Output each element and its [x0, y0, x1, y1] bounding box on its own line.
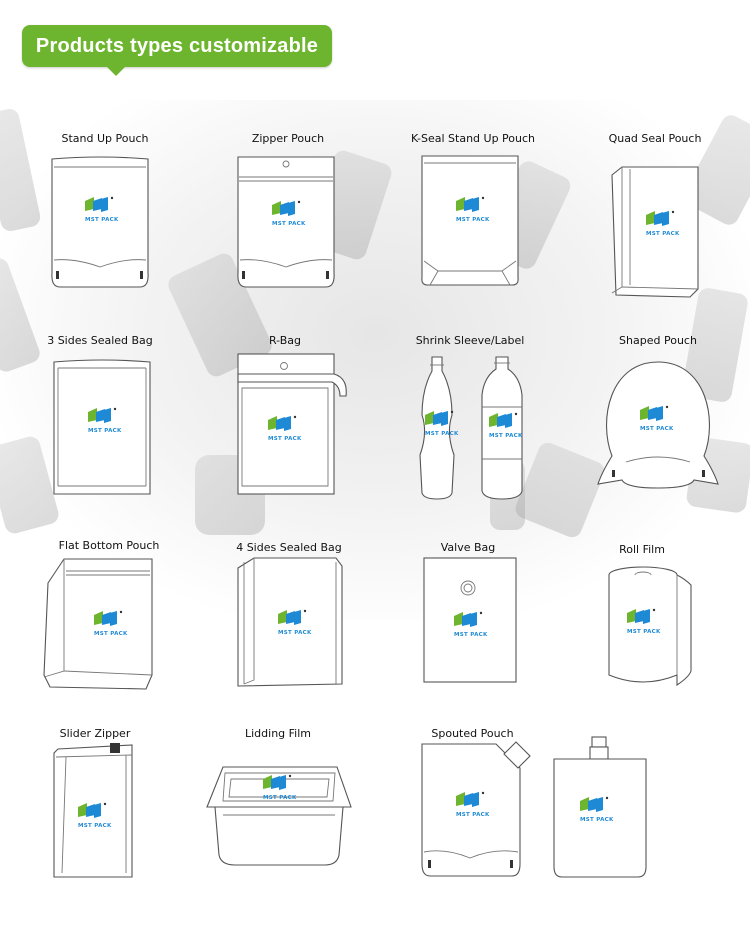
three-sides-sealed-bag-drawing: [52, 358, 152, 498]
label-four-sides-sealed-bag: 4 Sides Sealed Bag: [236, 541, 342, 554]
label-shaped-pouch: Shaped Pouch: [619, 334, 697, 347]
roll-film-drawing: [605, 565, 695, 695]
label-quad-seal-pouch: Quad Seal Pouch: [608, 132, 702, 145]
spouted-pouch-center-drawing: [550, 735, 650, 880]
label-r-bag: R-Bag: [268, 334, 302, 347]
slider-zipper-drawing: [52, 743, 137, 883]
label-spouted-pouch: Spouted Pouch: [431, 727, 514, 740]
flat-bottom-pouch-drawing: [42, 557, 162, 692]
quad-seal-pouch-drawing: [610, 165, 710, 300]
lidding-film-drawing: [205, 755, 355, 875]
shrink-sleeve-label-drawing: [410, 355, 540, 505]
label-zipper-pouch: Zipper Pouch: [251, 132, 325, 145]
label-flat-bottom-pouch: Flat Bottom Pouch: [58, 539, 160, 552]
label-k-seal-stand-up-pouch: K-Seal Stand Up Pouch: [410, 132, 536, 145]
label-lidding-film: Lidding Film: [244, 727, 311, 740]
four-sides-sealed-bag-drawing: [236, 556, 351, 691]
spouted-pouch-corner-drawing: [420, 741, 535, 882]
banner-title: Products types customizable: [35, 35, 319, 57]
shaped-pouch-drawing: [596, 360, 721, 495]
label-valve-bag: Valve Bag: [440, 541, 496, 554]
r-bag-drawing: [236, 352, 351, 502]
banner-pointer: [106, 66, 126, 76]
label-roll-film: Roll Film: [619, 543, 665, 556]
k-seal-stand-up-pouch-drawing: [420, 153, 520, 288]
stand-up-pouch-drawing: [50, 155, 150, 290]
label-shrink-sleeve-label: Shrink Sleeve/Label: [415, 334, 525, 347]
title-banner: Products types customizable: [22, 25, 332, 67]
label-stand-up-pouch: Stand Up Pouch: [61, 132, 149, 145]
zipper-pouch-drawing: [236, 155, 336, 290]
valve-bag-drawing: [422, 556, 522, 686]
label-slider-zipper: Slider Zipper: [59, 727, 131, 740]
label-three-sides-sealed-bag: 3 Sides Sealed Bag: [47, 334, 153, 347]
